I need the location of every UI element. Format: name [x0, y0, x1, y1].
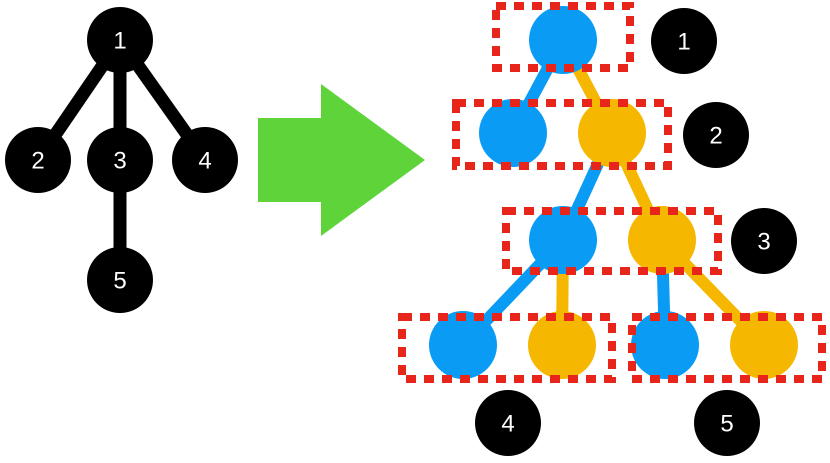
group-box-2: [452, 99, 672, 170]
node-orange: [578, 99, 646, 167]
group-label-4: 4: [475, 390, 541, 456]
group-label-2: 2: [683, 102, 749, 168]
node-blue: [529, 206, 597, 274]
source-node-label: 5: [113, 268, 126, 295]
group-label-1: 1: [651, 8, 717, 74]
source-node-label: 1: [113, 28, 126, 55]
node-blue: [631, 311, 699, 379]
group-label-text: 4: [501, 411, 514, 438]
source-tree-node-5: 5: [87, 247, 153, 313]
group-box-3: [502, 207, 722, 275]
source-tree-node-2: 2: [5, 127, 71, 193]
arrow-right-icon: [258, 84, 425, 236]
group-label-5: 5: [694, 390, 760, 456]
group-box-4: [398, 313, 616, 383]
source-node-label: 4: [198, 148, 211, 175]
group-box-1: [492, 2, 634, 72]
node-orange: [628, 206, 696, 274]
group-label-text: 5: [720, 411, 733, 438]
source-tree-node-1: 1: [87, 7, 153, 73]
node-orange: [730, 311, 798, 379]
expanded-tree-nodes: [429, 6, 798, 379]
group-box-5: [628, 313, 826, 383]
source-node-label: 2: [31, 148, 44, 175]
source-tree-node-3: 3: [87, 127, 153, 193]
group-label-text: 2: [709, 123, 722, 150]
source-tree-node-4: 4: [172, 127, 238, 193]
expanded-tree-edges: [457, 34, 770, 351]
group-boxes: [398, 2, 826, 383]
node-orange: [528, 311, 596, 379]
node-blue: [529, 6, 597, 74]
group-label-text: 3: [757, 229, 770, 256]
group-label-3: 3: [731, 208, 797, 274]
source-node-label: 3: [113, 148, 126, 175]
node-blue: [429, 311, 497, 379]
node-blue: [479, 99, 547, 167]
group-label-text: 1: [677, 29, 690, 56]
